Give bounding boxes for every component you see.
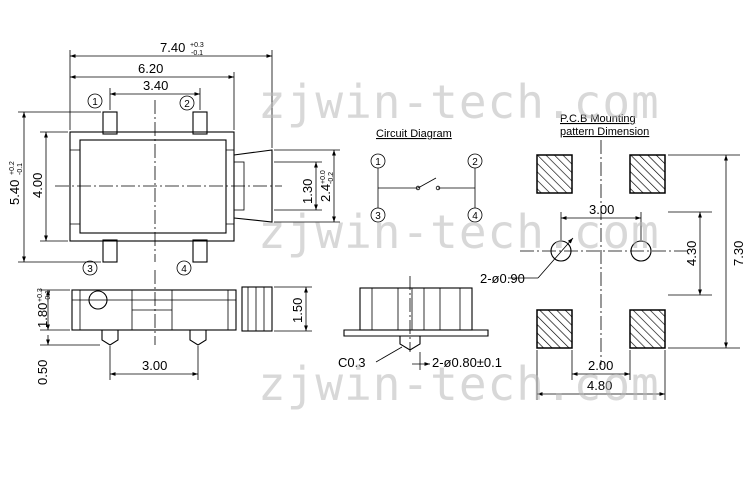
dim-side-height: 1.80 +0.3 -0.1 bbox=[35, 288, 70, 331]
svg-text:5.40: 5.40 bbox=[7, 180, 22, 205]
top-view-body bbox=[69, 131, 235, 242]
svg-text:6.20: 6.20 bbox=[138, 61, 163, 76]
svg-text:7.30: 7.30 bbox=[731, 241, 746, 266]
side-view-actuator bbox=[241, 286, 273, 332]
top-view-inner-body bbox=[79, 139, 227, 234]
circuit-pin-1: 1 bbox=[370, 153, 386, 169]
svg-text:4.00: 4.00 bbox=[30, 173, 45, 198]
circuit-pin-2: 2 bbox=[467, 153, 483, 169]
watermark-middle: zjwin-tech.com bbox=[258, 205, 660, 259]
pcb-pad-top-left bbox=[536, 154, 573, 194]
dim-hole-callout: 2-ø0.90 bbox=[480, 237, 574, 286]
pcb-title-line2: pattern Dimension bbox=[560, 126, 649, 138]
svg-text:+0.3: +0.3 bbox=[190, 42, 204, 49]
end-view: C0.3 2-ø0.80±0.1 bbox=[338, 276, 502, 370]
svg-text:2.00: 2.00 bbox=[588, 358, 613, 373]
dim-overall-height: 5.40 +0.2 -0.1 bbox=[7, 111, 101, 263]
top-pin-label-4: 4 bbox=[176, 260, 192, 276]
svg-text:3.40: 3.40 bbox=[143, 78, 168, 93]
circuit-pin-3: 3 bbox=[370, 207, 386, 223]
svg-text:3.00: 3.00 bbox=[589, 202, 614, 217]
dim-pcb-overall-width: 4.80 bbox=[536, 350, 666, 400]
circuit-pin-4: 4 bbox=[467, 207, 483, 223]
post-callout: 2-ø0.80±0.1 bbox=[412, 352, 502, 370]
dim-standoff: 0.50 bbox=[35, 335, 100, 385]
svg-text:4.80: 4.80 bbox=[587, 378, 612, 393]
pcb-pad-top-right bbox=[629, 154, 666, 194]
side-view: 1.80 +0.3 -0.1 0.50 3.00 1.50 bbox=[35, 270, 312, 385]
terminal-2 bbox=[192, 111, 208, 135]
dim-hole-spacing: 3.00 bbox=[560, 202, 642, 240]
svg-text:3: 3 bbox=[375, 211, 381, 222]
svg-text:3: 3 bbox=[87, 264, 93, 275]
svg-text:2: 2 bbox=[184, 99, 190, 110]
watermark-bottom: zjwin-tech.com bbox=[258, 357, 660, 411]
svg-text:4: 4 bbox=[472, 211, 478, 222]
terminal-1 bbox=[102, 111, 118, 135]
svg-text:7.40: 7.40 bbox=[160, 40, 185, 55]
svg-text:1.30: 1.30 bbox=[300, 179, 315, 204]
pcb-pad-bottom-right bbox=[629, 309, 666, 349]
svg-text:-0.1: -0.1 bbox=[191, 50, 203, 57]
svg-text:C0.3: C0.3 bbox=[338, 355, 365, 370]
watermark-top: zjwin-tech.com bbox=[258, 75, 660, 129]
pcb-title-line1: P.C.B Mounting bbox=[560, 113, 636, 125]
svg-text:3.00: 3.00 bbox=[142, 358, 167, 373]
dim-actuator-length: 2.4 +0.0 -0.2 bbox=[274, 149, 340, 223]
svg-text:+0.2: +0.2 bbox=[9, 161, 16, 175]
svg-text:4.30: 4.30 bbox=[684, 241, 699, 266]
dim-vertical-outer: 7.30 bbox=[668, 154, 746, 349]
dim-actuator-height: 1.50 bbox=[274, 286, 312, 332]
svg-text:+0.0: +0.0 bbox=[320, 170, 327, 184]
svg-text:-0.1: -0.1 bbox=[45, 290, 52, 302]
terminal-4 bbox=[192, 239, 208, 263]
svg-text:-0.2: -0.2 bbox=[328, 172, 335, 184]
svg-text:4: 4 bbox=[181, 264, 187, 275]
watermarks: zjwin-tech.com zjwin-tech.com zjwin-tech… bbox=[258, 75, 660, 411]
chamfer-callout: C0.3 bbox=[338, 346, 403, 370]
dim-pad-gap: 2.00 bbox=[571, 350, 631, 380]
terminal-3 bbox=[102, 239, 118, 263]
pcb-pattern: P.C.B Mounting pattern Dimension 3.00 2-… bbox=[480, 113, 746, 400]
svg-text:2.4: 2.4 bbox=[318, 184, 333, 202]
pcb-pad-bottom-left bbox=[536, 309, 573, 349]
svg-text:1: 1 bbox=[92, 97, 98, 108]
end-view-body bbox=[359, 287, 473, 331]
dim-pin-spacing: 3.40 bbox=[109, 78, 201, 110]
dim-body-width: 6.20 bbox=[70, 61, 235, 130]
top-pin-label-1: 1 bbox=[87, 93, 103, 109]
svg-text:1: 1 bbox=[375, 157, 381, 168]
top-pin-label-2: 2 bbox=[179, 95, 195, 111]
svg-text:2-ø0.80±0.1: 2-ø0.80±0.1 bbox=[432, 355, 502, 370]
svg-text:1.50: 1.50 bbox=[290, 298, 305, 323]
top-pin-label-3: 3 bbox=[82, 260, 98, 276]
svg-text:2-ø0.90: 2-ø0.90 bbox=[480, 271, 525, 286]
dim-post-spacing: 3.00 bbox=[109, 346, 199, 380]
svg-text:-0.1: -0.1 bbox=[17, 163, 24, 175]
dim-vertical-inner: 4.30 bbox=[668, 211, 712, 296]
svg-text:1.80: 1.80 bbox=[35, 303, 50, 328]
circuit-diagram-title: Circuit Diagram bbox=[376, 128, 452, 140]
dim-body-height: 4.00 bbox=[30, 131, 68, 242]
circuit-diagram: Circuit Diagram 1 2 3 4 bbox=[370, 128, 483, 223]
dim-actuator-width: 1.30 bbox=[274, 161, 322, 211]
svg-text:+0.3: +0.3 bbox=[37, 288, 44, 302]
svg-text:2: 2 bbox=[472, 157, 478, 168]
svg-text:0.50: 0.50 bbox=[35, 360, 50, 385]
dim-overall-width: 7.40 +0.3 -0.1 bbox=[69, 40, 273, 148]
top-view: 1 2 3 4 7.40 +0.3 -0.1 6.20 bbox=[7, 40, 340, 276]
